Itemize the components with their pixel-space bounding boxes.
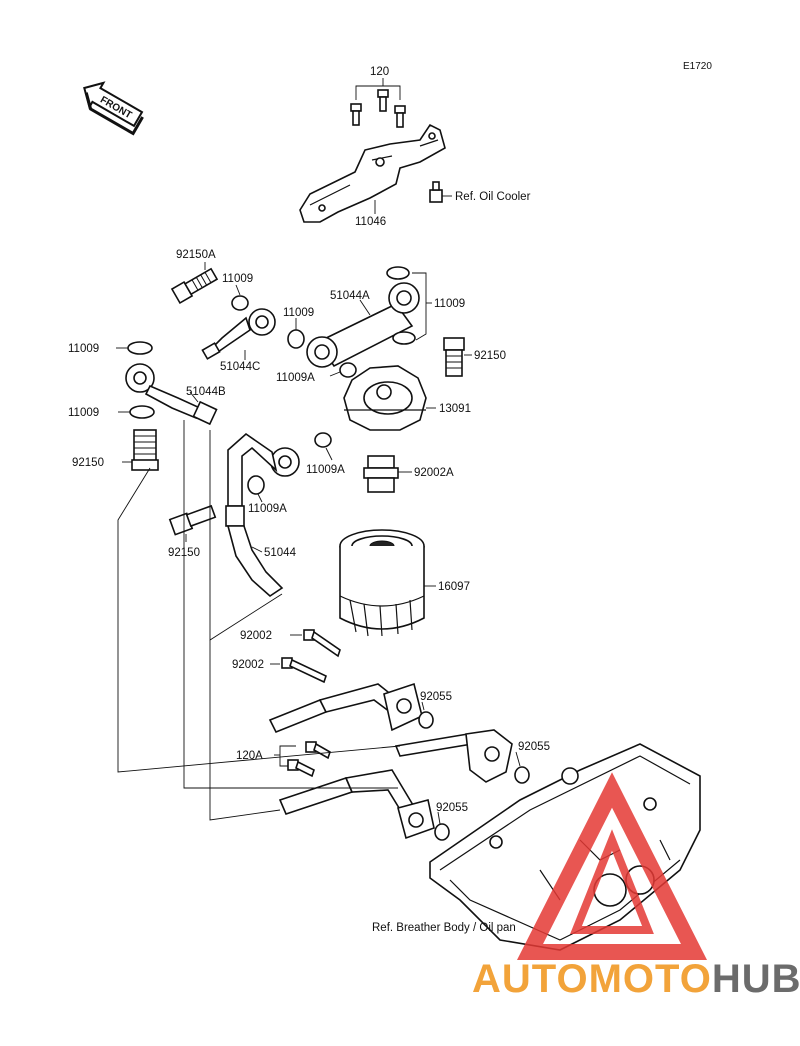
label-11009A-a: 11009A xyxy=(276,372,315,384)
label-92150-right: 92150 xyxy=(474,350,506,362)
banjo-bolt-92150-left xyxy=(122,429,159,471)
bolt-92002-a xyxy=(290,629,341,658)
washer-92055-a xyxy=(418,711,434,729)
filter-mount-13091 xyxy=(343,365,436,431)
label-92055-b: 92055 xyxy=(518,741,550,753)
label-13091: 13091 xyxy=(439,403,471,415)
hose-end-51044B xyxy=(125,363,218,426)
label-92055-c: 92055 xyxy=(436,802,468,814)
breather-body-oil-pan xyxy=(429,743,701,951)
diagram-code: E1720 xyxy=(683,61,712,72)
label-11046: 11046 xyxy=(355,216,386,228)
label-120: 120 xyxy=(370,66,389,78)
washer-11009A-a xyxy=(339,362,357,378)
washer-92055-b xyxy=(514,766,530,784)
oil-pipe-middle xyxy=(394,729,513,783)
oil-pipe-upper xyxy=(268,682,423,734)
washer-11009A-c xyxy=(247,475,265,495)
label-92055-a: 92055 xyxy=(420,691,452,703)
routing-lines xyxy=(117,420,401,821)
watermark-text-a: AUTOMOTO xyxy=(472,957,712,1001)
banjo-bolt-92150-bottom xyxy=(168,504,217,542)
washer-11009-a xyxy=(231,295,249,311)
label-11009-c: 11009 xyxy=(434,298,465,310)
watermark-text: AUTOMOTOHUB xyxy=(472,957,800,1001)
bracket-11046 xyxy=(299,123,446,223)
label-51044: 51044 xyxy=(264,547,297,559)
washer-92055-c xyxy=(434,823,450,841)
bolt-set-120A xyxy=(274,741,331,778)
label-92002-b: 92002 xyxy=(232,659,264,671)
washer-11009-left2 xyxy=(129,405,155,419)
front-arrow-icon: FRONT xyxy=(83,81,144,136)
label-92002A: 92002A xyxy=(414,467,454,479)
oil-pipe-lower xyxy=(278,769,435,840)
label-ref-oil-cooler: Ref. Oil Cooler xyxy=(455,191,531,203)
label-11009-a: 11009 xyxy=(222,273,253,285)
oil-filter-16097 xyxy=(339,529,436,637)
washer-11009A-b xyxy=(314,432,332,448)
label-11009A-b: 11009A xyxy=(306,464,345,476)
label-11009A-c: 11009A xyxy=(248,503,287,515)
label-92150-left: 92150 xyxy=(72,457,104,469)
ref-oil-cooler-bolt xyxy=(429,181,452,203)
label-92150A: 92150A xyxy=(176,249,216,261)
hose-end-51044C xyxy=(201,308,276,360)
watermark-text-b: HUB xyxy=(712,957,800,1001)
label-11009-left2: 11009 xyxy=(68,407,99,419)
watermark-logo-icon xyxy=(516,772,708,960)
label-11009-b: 11009 xyxy=(283,307,314,319)
pipe-51044A xyxy=(306,266,420,368)
label-11009-left: 11009 xyxy=(68,343,99,355)
nipple-92002A xyxy=(363,455,412,493)
label-51044B: 51044B xyxy=(186,386,226,398)
bolt-set-120 xyxy=(350,78,406,128)
label-92002-a: 92002 xyxy=(240,630,272,642)
banjo-bolt-92150-right xyxy=(443,337,472,377)
washer-11009-left xyxy=(127,341,153,355)
label-51044A: 51044A xyxy=(330,290,370,302)
banjo-bolt-92150A xyxy=(170,267,219,305)
label-51044C: 51044C xyxy=(220,361,260,373)
label-16097: 16097 xyxy=(438,581,470,593)
hose-51044 xyxy=(225,432,300,598)
washer-11009-b xyxy=(287,329,305,349)
label-ref-breather: Ref. Breather Body / Oil pan xyxy=(372,922,516,934)
bolt-92002-b xyxy=(270,657,327,684)
